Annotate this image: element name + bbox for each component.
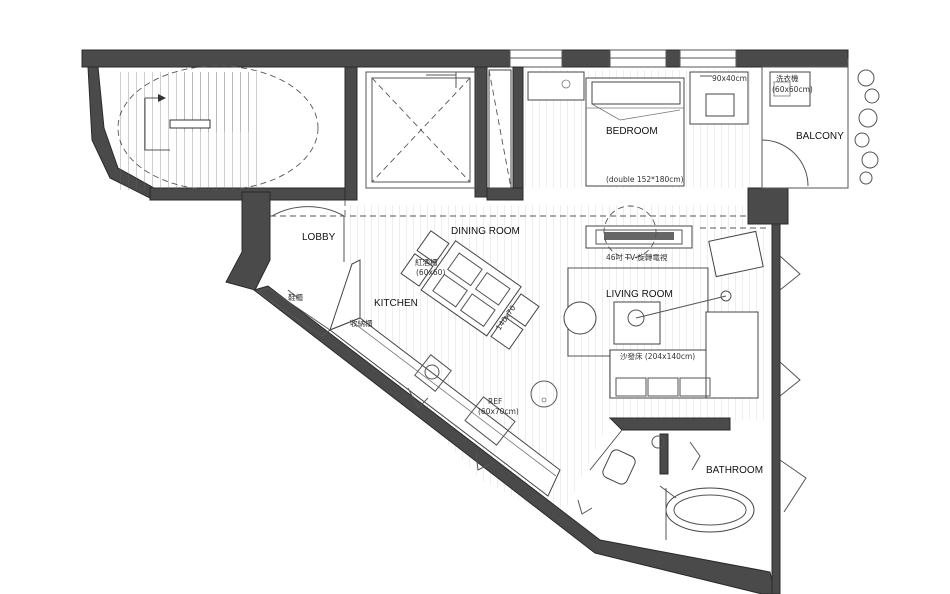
note-ref: REF bbox=[488, 397, 502, 406]
note-wine-cabinet-name: 紅酒櫃 bbox=[415, 257, 438, 267]
room-label-bedroom: BEDROOM bbox=[606, 126, 658, 137]
kitchen-counters bbox=[256, 206, 593, 515]
note-sofa: 沙發床 (204x140cm) bbox=[620, 351, 695, 361]
bathroom-fixtures bbox=[589, 417, 755, 540]
room-label-lobby: LOBBY bbox=[302, 232, 336, 243]
bedroom-furniture bbox=[488, 69, 749, 189]
note-tv: 46吋 TV-旋轉電視 bbox=[606, 252, 668, 262]
note-bed-size: (double 152*180cm) bbox=[606, 175, 684, 184]
room-label-living-room: LIVING ROOM bbox=[606, 289, 673, 300]
staircase bbox=[117, 65, 319, 191]
living-furniture bbox=[563, 205, 764, 399]
elevator-shaft bbox=[365, 71, 477, 189]
room-label-bathroom: BATHROOM bbox=[706, 465, 763, 476]
dashed-guides bbox=[270, 200, 770, 229]
balcony-area bbox=[761, 66, 880, 189]
exterior-walls bbox=[81, 49, 849, 594]
dining-furniture bbox=[400, 230, 540, 350]
note-wine-cabinet-size: (60x60) bbox=[416, 268, 445, 277]
room-label-balcony: BALCONY bbox=[796, 131, 844, 142]
floor-finish bbox=[350, 70, 770, 520]
note-washer-size: (60x60cm) bbox=[772, 85, 813, 94]
right-windows bbox=[779, 255, 807, 513]
note-desk-size: 90x40cm bbox=[712, 74, 747, 83]
note-washer-name: 洗衣機 bbox=[776, 73, 799, 83]
plants bbox=[854, 69, 880, 185]
note-shoe-cabinet: 鞋櫃 bbox=[288, 292, 303, 302]
note-ref-size: (60x70cm) bbox=[478, 407, 519, 416]
room-label-dining-room: DINING ROOM bbox=[451, 226, 520, 237]
room-label-kitchen: KITCHEN bbox=[374, 298, 418, 309]
note-storage-cabinet: 收納櫃 bbox=[350, 318, 373, 328]
